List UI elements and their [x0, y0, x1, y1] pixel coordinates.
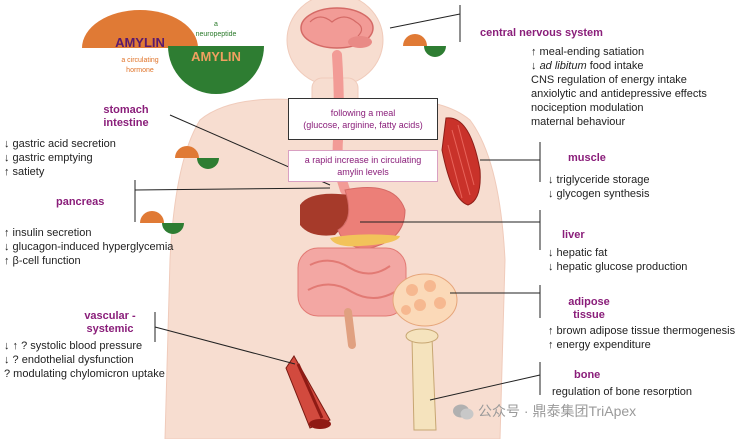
hormone-caption: a circulating hormone: [121, 57, 159, 74]
pancreas-title: pancreas: [56, 196, 105, 208]
cns-effect: nociception modulation: [531, 102, 644, 114]
muscle-effect: ↓ glycogen synthesis: [548, 188, 650, 200]
muscle-illustration: [441, 117, 481, 206]
liver-illustration: [300, 193, 351, 236]
pancreas-effect: ↑ β-cell function: [4, 255, 81, 267]
hormone-label: AMYLIN: [115, 35, 165, 50]
vessel-illustration: [285, 355, 331, 429]
watermark: 公众号 · 鼎泰集团TriApex: [478, 403, 637, 419]
stomach-title: stomach intestine: [103, 104, 149, 129]
adipose-effect: ↑ brown adipose tissue thermogenesis: [548, 325, 736, 337]
adipose-title: adipose tissue: [568, 296, 610, 321]
meal-box: following a meal (glucose, arginine, fat…: [288, 98, 438, 140]
cns-effect: CNS regulation of energy intake: [531, 74, 687, 86]
adipose-illustration: [392, 273, 458, 327]
badge-stomach: [175, 146, 219, 169]
badge-cns: [403, 34, 446, 57]
stomach-effect: ↑ satiety: [4, 166, 45, 178]
cns-effect: anxiolytic and antidepressive effects: [531, 88, 707, 100]
pancreas-illustration: [330, 234, 400, 247]
cns-title: central nervous system: [480, 27, 603, 39]
cns-effect: maternal behaviour: [531, 116, 626, 128]
muscle-effect: ↓ triglyceride storage: [548, 174, 650, 186]
cns-effect: ↓ ad libitum food intake: [531, 60, 644, 72]
pancreas-effect: ↑ insulin secretion: [4, 227, 92, 239]
neuropeptide-label: AMYLIN: [191, 49, 241, 64]
stomach-effect: ↓ gastric emptying: [4, 152, 93, 164]
bone-effect: regulation of bone resorption: [552, 386, 693, 398]
amylin-increase-box: a rapid increase in circulating amylin l…: [288, 150, 438, 182]
badge-pancreas: [140, 211, 184, 234]
intestines-illustration: [297, 247, 407, 349]
cns-effect: ↑ meal-ending satiation: [531, 46, 645, 58]
neuropeptide-legend-shape: [168, 46, 264, 94]
stomach-effect: ↓ gastric acid secretion: [4, 138, 116, 150]
muscle-title: muscle: [568, 152, 606, 164]
hormone-legend-shape: [82, 10, 198, 48]
liver-title: liver: [562, 229, 585, 241]
vascular-title: vascular - systemic: [84, 310, 136, 335]
vascular-effect: ↓ ↑ ? systolic blood pressure: [4, 340, 143, 352]
vascular-effect: ? modulating chylomicron uptake: [4, 368, 165, 380]
vascular-effect: ↓ ? endothelial dysfunction: [4, 354, 134, 366]
pancreas-effect: ↓ glucagon-induced hyperglycemia: [4, 241, 174, 253]
wechat-icon: [453, 404, 474, 420]
bone-illustration: [405, 328, 439, 431]
neuropeptide-caption: a neuropeptide: [195, 21, 237, 38]
liver-effect: ↓ hepatic fat: [548, 247, 608, 259]
brain-illustration: [300, 7, 374, 49]
adipose-effect: ↑ energy expenditure: [548, 339, 651, 351]
bone-title: bone: [574, 369, 601, 381]
liver-effect: ↓ hepatic glucose production: [548, 261, 688, 273]
